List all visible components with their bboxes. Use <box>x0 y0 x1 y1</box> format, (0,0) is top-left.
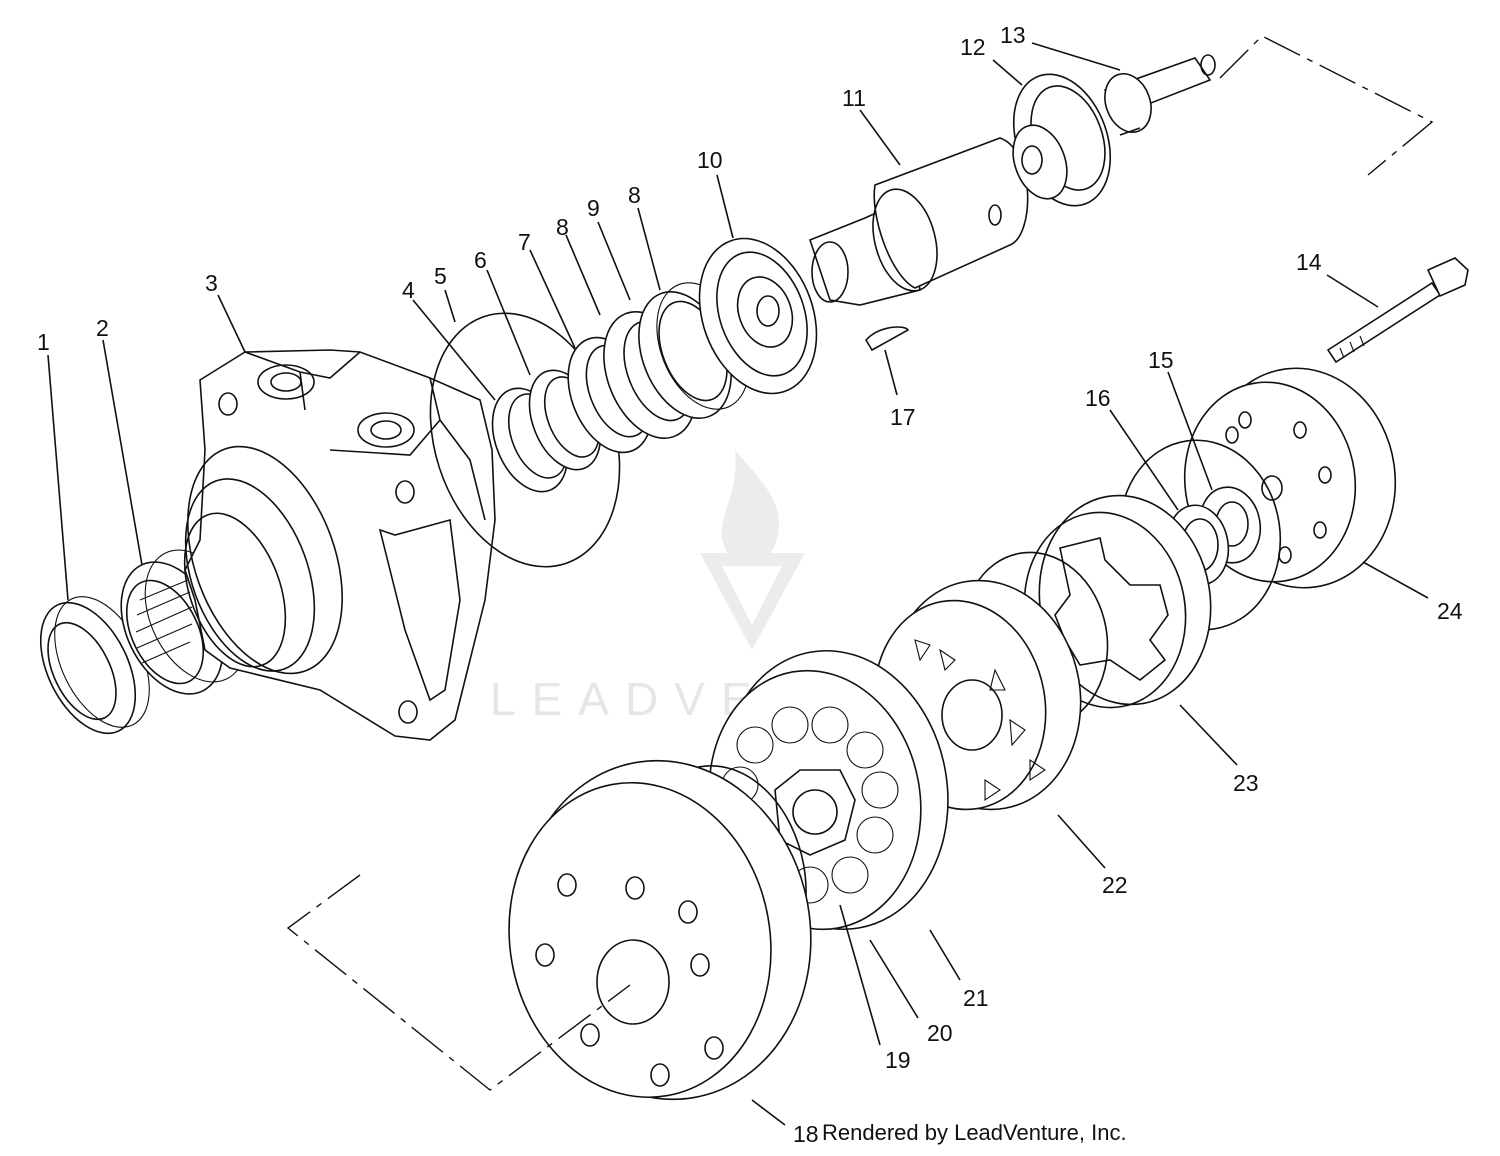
part-17-key <box>865 326 910 352</box>
callout-23: 23 <box>1233 770 1259 796</box>
callout-21: 21 <box>963 985 989 1011</box>
part-13-drive-shaft <box>1103 54 1216 136</box>
callout-14: 14 <box>1296 249 1322 275</box>
part-3-housing <box>183 349 496 741</box>
callout-17: 17 <box>890 404 916 430</box>
callout-10: 10 <box>697 147 723 173</box>
callout-9: 9 <box>587 195 600 221</box>
callout-6: 6 <box>474 247 487 273</box>
callout-20: 20 <box>927 1020 953 1046</box>
callout-8b: 8 <box>628 182 641 208</box>
callout-5: 5 <box>434 263 447 289</box>
credit-text: Rendered by LeadVenture, Inc. <box>822 1120 1127 1145</box>
callout-22: 22 <box>1102 872 1128 898</box>
callout-1: 1 <box>37 329 50 355</box>
callout-numbers: 1 2 3 4 5 6 7 8 9 8 10 11 12 13 14 15 16… <box>37 22 1463 1147</box>
callout-24: 24 <box>1437 598 1463 624</box>
part-11-shaft <box>809 137 1029 306</box>
part-12-bearing-gear <box>1012 73 1112 207</box>
callout-18: 18 <box>793 1121 819 1147</box>
callout-3: 3 <box>205 270 218 296</box>
centerline-lower <box>286 874 631 1091</box>
callout-7: 7 <box>518 229 531 255</box>
callout-16: 16 <box>1085 385 1111 411</box>
part-1-seal <box>39 596 150 735</box>
leader-lines <box>47 42 1429 1126</box>
callout-11: 11 <box>842 85 866 111</box>
part-18-end-plate <box>508 759 812 1101</box>
callout-8a: 8 <box>556 214 569 240</box>
callout-13: 13 <box>1000 22 1026 48</box>
watermark-logo-icon <box>700 450 805 650</box>
callout-2: 2 <box>96 315 109 341</box>
centerline-upper <box>1219 35 1434 176</box>
callout-15: 15 <box>1148 347 1174 373</box>
part-10-thrust-bearing <box>698 237 818 395</box>
part-14-bolt <box>1326 257 1469 364</box>
callout-4: 4 <box>402 277 415 303</box>
callout-12: 12 <box>960 34 986 60</box>
callout-19: 19 <box>885 1047 911 1073</box>
